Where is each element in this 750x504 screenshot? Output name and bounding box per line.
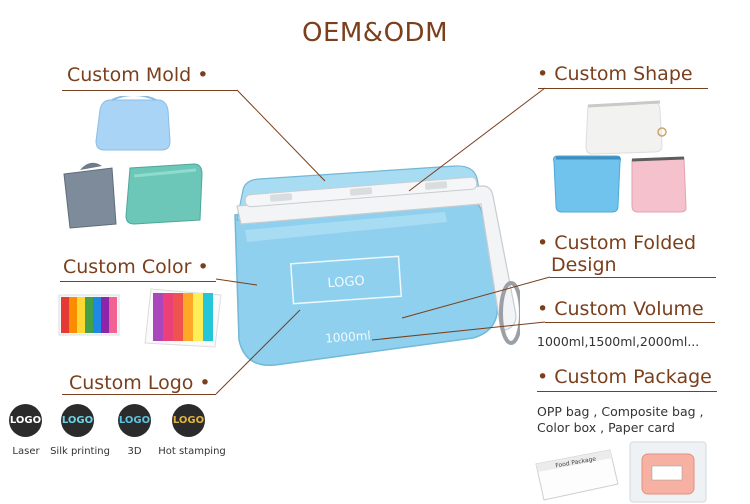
storage-bag-illustration: LOGO 1000ml <box>234 165 520 367</box>
mold-underline <box>62 90 237 91</box>
folded-underline <box>550 277 716 278</box>
laser-badge-text: LOGO <box>9 415 42 426</box>
custom-color-label: Custom Color • <box>63 256 209 278</box>
product-logo-text: LOGO <box>327 274 365 292</box>
silk-badge-text: LOGO <box>61 415 94 426</box>
volume-underline <box>545 322 715 323</box>
3d-badge-text: LOGO <box>118 415 151 426</box>
logo-method-hot-stamping: LOGO <box>172 404 205 437</box>
custom-logo-label: Custom Logo • <box>69 372 211 394</box>
product-volume-text: 1000ml <box>325 328 371 345</box>
package-options-line2: Color box , Paper card <box>537 420 675 435</box>
package-samples-image: Food Package <box>535 441 707 503</box>
silk-logo-badge: LOGO <box>61 404 94 437</box>
custom-shape-label: • Custom Shape <box>537 63 693 85</box>
mold-samples-image <box>63 96 203 229</box>
custom-mold-label: Custom Mold • <box>67 64 209 86</box>
pantone-color-guides-image <box>58 288 222 348</box>
page-title: OEM&ODM <box>301 18 449 48</box>
laser-label: Laser <box>12 446 40 457</box>
color-underline <box>60 281 216 282</box>
custom-folded-label-line2: Design <box>551 254 617 276</box>
laser-logo-badge: LOGO <box>9 404 42 437</box>
hot-stamping-logo-badge: LOGO <box>172 404 205 437</box>
logo-method-laser: LOGO <box>6 404 46 437</box>
shape-underline <box>538 88 708 89</box>
hot-stamping-label: Hot stamping <box>158 446 226 457</box>
package-options-line1: OPP bag , Composite bag , <box>537 404 704 419</box>
custom-folded-label-line1: • Custom Folded <box>537 232 697 254</box>
3d-label: 3D <box>127 446 142 457</box>
package-underline <box>537 391 717 392</box>
shape-samples-image <box>553 100 687 213</box>
custom-package-label: • Custom Package <box>537 366 712 388</box>
hot-stamping-badge-text: LOGO <box>172 415 205 426</box>
logo-method-3d: LOGO <box>118 404 151 437</box>
custom-volume-label: • Custom Volume <box>537 298 704 320</box>
logo-method-silk: LOGO <box>61 404 94 437</box>
3d-logo-badge: LOGO <box>118 404 151 437</box>
volume-values: 1000ml,1500ml,2000ml... <box>537 334 700 349</box>
silk-printing-label: Silk printing <box>50 446 110 457</box>
logo-underline <box>62 394 216 395</box>
